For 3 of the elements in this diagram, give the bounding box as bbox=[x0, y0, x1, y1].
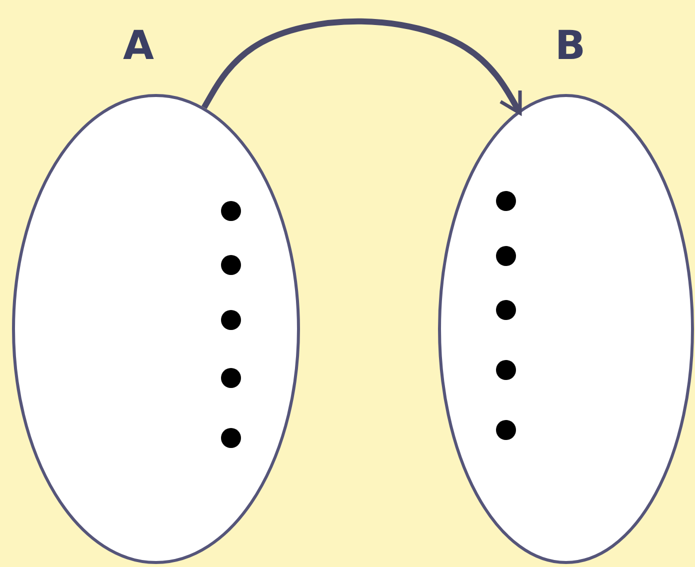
set-label: B bbox=[555, 26, 586, 66]
set-label: A bbox=[123, 26, 154, 66]
curved-arrow bbox=[202, 18, 522, 115]
